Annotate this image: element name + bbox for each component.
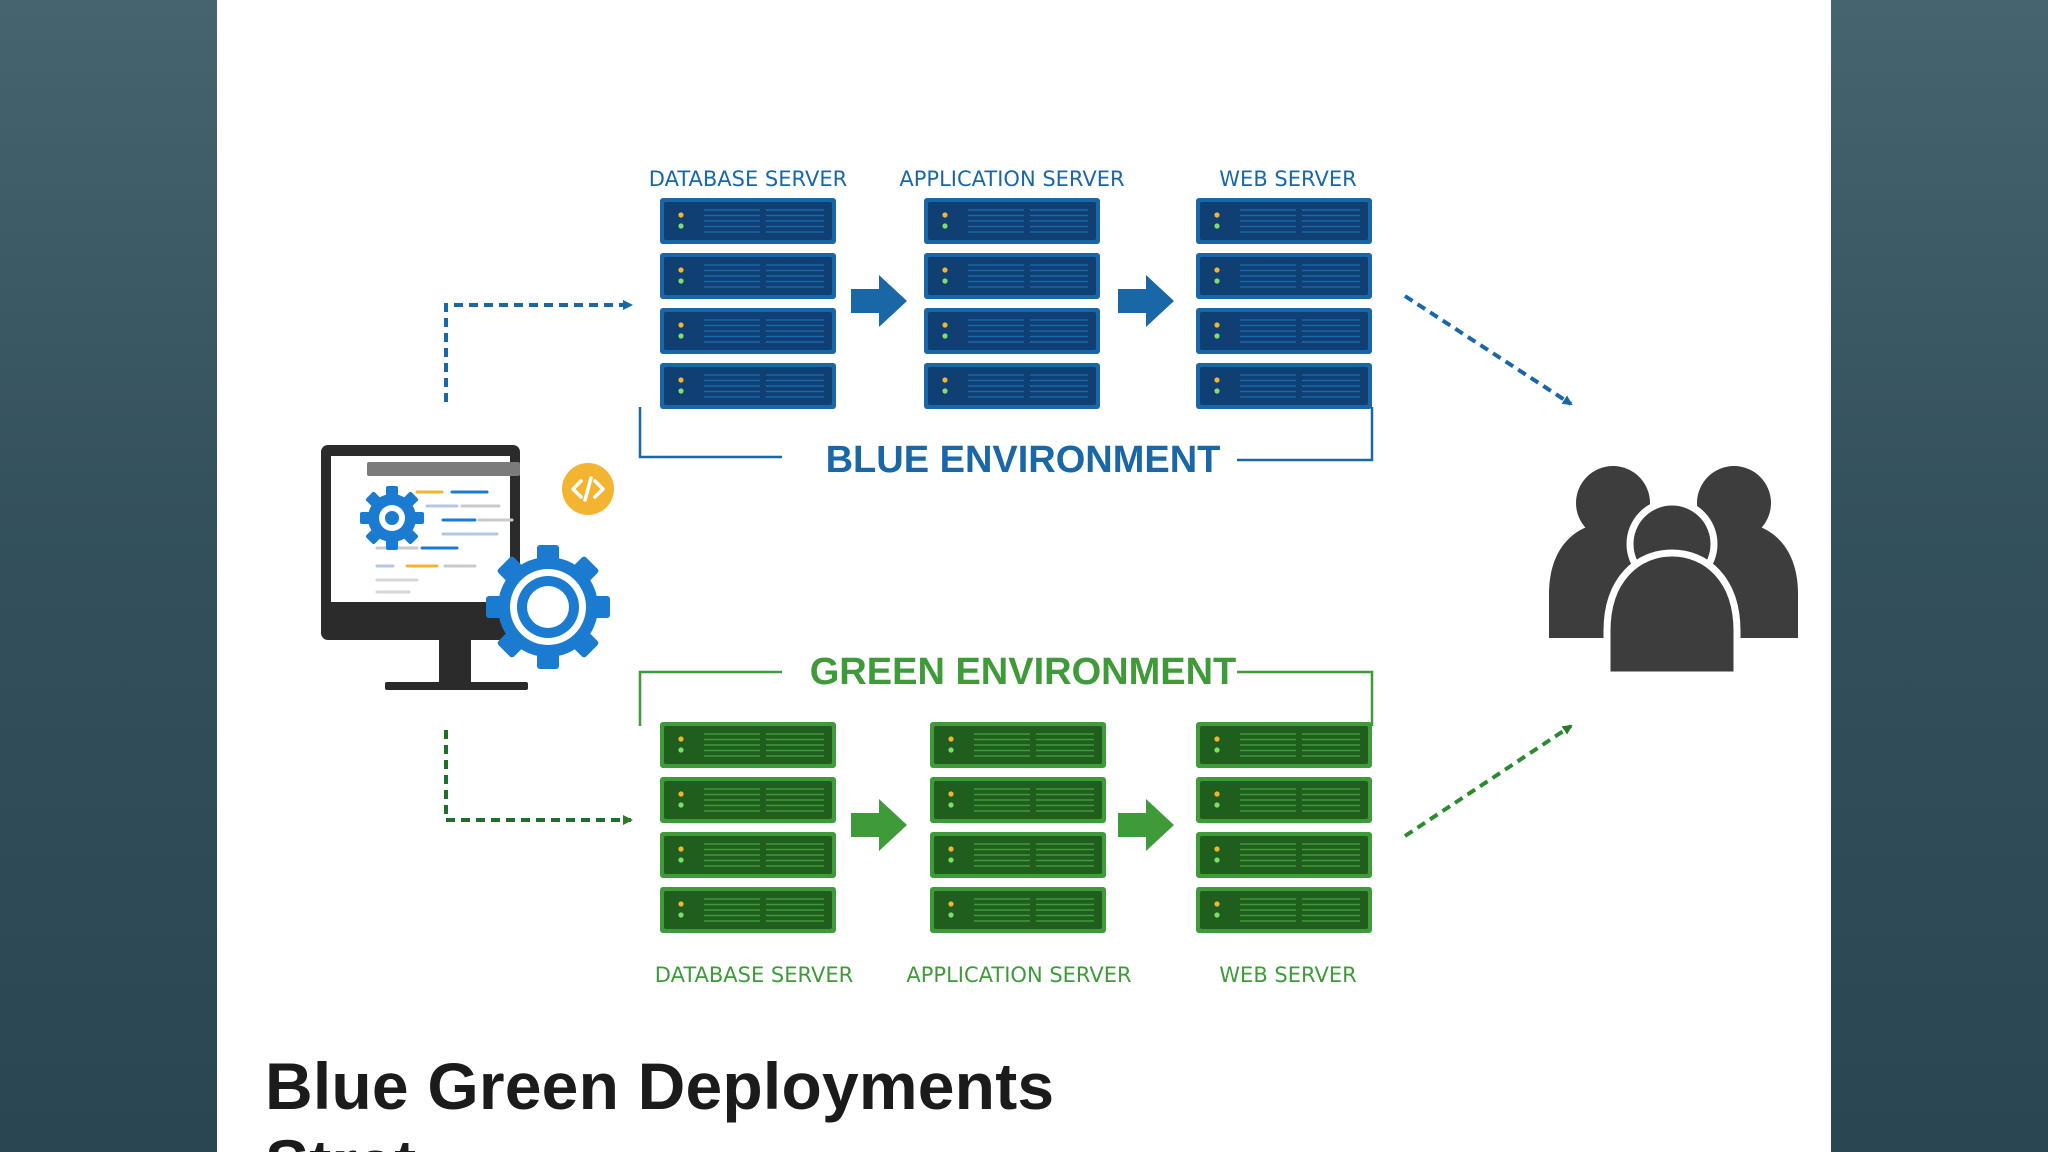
blue-web-server-rack [1196, 198, 1372, 409]
slide-title-line-2: Strat [265, 1125, 1054, 1152]
monitor-gear-icon [321, 445, 614, 690]
blue-app-server-rack [924, 198, 1100, 409]
dev-to-blue-connector [444, 300, 633, 402]
blue-environment-bracket [638, 407, 1374, 462]
green-environment: GREEN ENVIRONMENT DATABASE SERVER APPLIC… [638, 651, 1374, 987]
small-gear-icon [360, 486, 424, 550]
blue-environment-label: BLUE ENVIRONMENT [826, 439, 1221, 481]
green-flow-arrow-1 [851, 799, 907, 851]
blue-environment: DATABASE SERVER APPLICATION SERVER WEB S… [638, 167, 1374, 481]
blue-flow-arrow-1 [851, 275, 907, 327]
slide: DATABASE SERVER APPLICATION SERVER WEB S… [217, 0, 1831, 1152]
green-db-server-rack [660, 722, 836, 933]
green-flow-arrow-2 [1118, 799, 1174, 851]
blue-app-server-label: APPLICATION SERVER [899, 167, 1124, 191]
green-app-server-rack [930, 722, 1106, 933]
dev-to-green-connector [444, 730, 633, 825]
users-group-icon [1549, 466, 1798, 679]
blue-to-users-connector [1403, 294, 1573, 406]
green-web-server-rack [1196, 722, 1372, 933]
green-db-server-label: DATABASE SERVER [655, 963, 853, 987]
green-environment-label: GREEN ENVIRONMENT [810, 651, 1236, 693]
green-to-users-connector [1403, 724, 1573, 838]
green-web-server-label: WEB SERVER [1219, 963, 1356, 987]
blue-flow-arrow-2 [1118, 275, 1174, 327]
green-app-server-label: APPLICATION SERVER [906, 963, 1131, 987]
large-gear-icon [486, 545, 610, 669]
slide-title-line-1: Blue Green Deployments [265, 1049, 1055, 1123]
green-environment-bracket [638, 670, 1374, 726]
blue-db-server-label: DATABASE SERVER [649, 167, 847, 191]
blue-db-server-rack [660, 198, 836, 409]
blue-green-diagram: DATABASE SERVER APPLICATION SERVER WEB S… [321, 167, 1798, 987]
code-icon [562, 463, 614, 515]
blue-web-server-label: WEB SERVER [1219, 167, 1356, 191]
slide-title: Blue Green Deployments Strat [265, 1048, 1054, 1152]
